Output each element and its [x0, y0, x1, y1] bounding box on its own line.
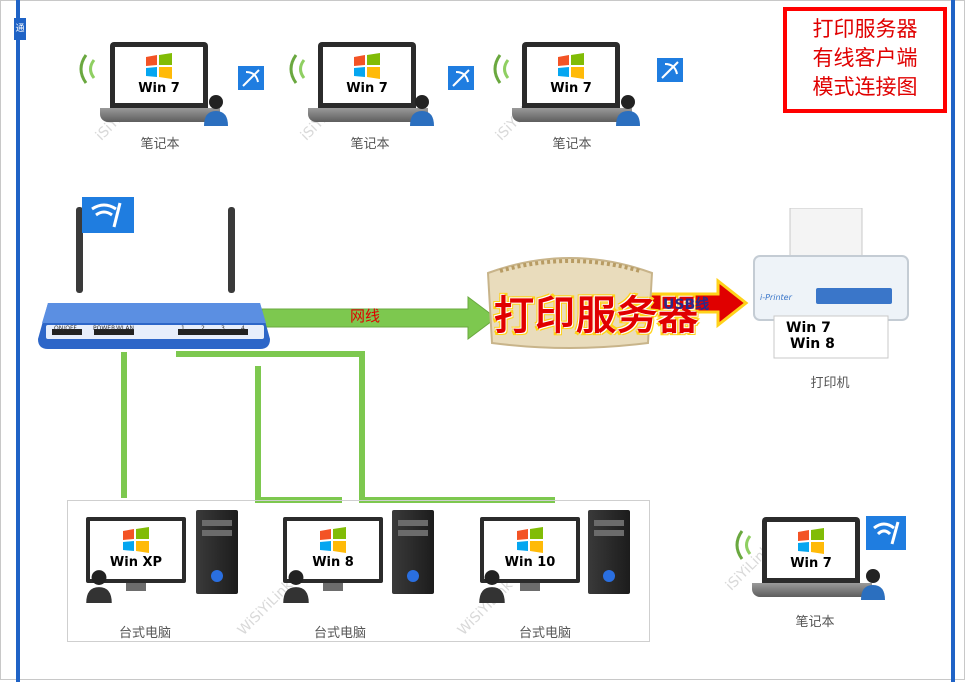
- wifi-signal-icon: [735, 530, 752, 560]
- laptop-2: Win 7: [308, 42, 428, 137]
- desktop-monitor-2: Win 8: [283, 517, 383, 593]
- cable-to-desktop-3: [176, 351, 555, 503]
- printer-caption: 打印机: [810, 376, 850, 391]
- laptop-caption: 笔记本: [795, 615, 835, 630]
- os-label: Win 7: [138, 81, 180, 96]
- desktop-caption: 台式电脑: [313, 626, 366, 641]
- cable-to-desktop-2: [255, 366, 342, 503]
- printer: i-Printer Win 7 Win 8: [746, 207, 916, 368]
- wireless-badge-icon: [448, 66, 474, 90]
- usb-label: USB线: [663, 297, 710, 313]
- router-port-1: 1: [181, 325, 185, 332]
- laptop-caption: 笔记本: [552, 137, 592, 152]
- desktop-tower-3: [588, 510, 630, 594]
- title-line-1: 打印服务器: [812, 17, 918, 41]
- printer-paper-line-2: Win 8: [790, 336, 835, 352]
- router-antennas: [76, 207, 235, 293]
- user-icon: [410, 95, 434, 126]
- router-port-2: 2: [201, 325, 205, 332]
- desktop-tower-1: [196, 510, 238, 594]
- wifi-signal-icon: [289, 54, 306, 84]
- windows-logo-icon: [146, 53, 172, 79]
- user-icon: [616, 95, 640, 126]
- usb-arrow: [646, 277, 749, 329]
- printer-paper-line-1: Win 7: [786, 320, 831, 336]
- router: ON/OFF POWER WLAN 1 2 3 4: [38, 283, 270, 353]
- laptop-right: Win 7: [752, 517, 872, 612]
- wifi-signal-icon: [493, 54, 510, 84]
- laptop-caption: 笔记本: [350, 137, 390, 152]
- title-line-3: 模式连接图: [812, 75, 918, 99]
- corner-tag: 通: [14, 18, 26, 40]
- title-line-2: 有线客户端: [812, 46, 918, 70]
- router-power-label: POWER: [93, 325, 116, 332]
- wireless-badge-icon: [238, 66, 264, 90]
- router-wifi-badge-icon: [82, 197, 134, 233]
- user-icon: [204, 95, 228, 126]
- windows-logo-icon: [558, 53, 584, 79]
- cable-label: 网线: [350, 307, 381, 325]
- wifi-signal-icon: [79, 54, 96, 84]
- wireless-badge-icon: [657, 58, 683, 82]
- router-wlan-label: WLAN: [116, 325, 135, 332]
- print-server-device: [486, 257, 654, 349]
- desktop-caption: 台式电脑: [118, 626, 171, 641]
- user-icon: [479, 570, 505, 603]
- windows-logo-icon: [354, 53, 380, 79]
- os-label: Win XP: [109, 555, 163, 570]
- right-blue-bar: [951, 0, 955, 682]
- desktop-tower-2: [392, 510, 434, 594]
- windows-logo-icon: [320, 527, 346, 553]
- desktop-caption: 台式电脑: [518, 626, 571, 641]
- os-label: Win 10: [504, 555, 556, 570]
- router-port-3: 3: [221, 325, 225, 332]
- windows-logo-icon: [517, 527, 543, 553]
- os-label: Win 7: [346, 81, 388, 96]
- windows-logo-icon: [798, 528, 824, 554]
- laptop-caption: 笔记本: [140, 137, 180, 152]
- router-onoff-label: ON/OFF: [54, 325, 77, 332]
- os-label: Win 7: [790, 556, 832, 571]
- windows-logo-icon: [123, 527, 149, 553]
- desktop-group-box: [67, 500, 650, 642]
- router-port-4: 4: [241, 325, 245, 332]
- user-icon: [861, 569, 885, 600]
- diagram-title: 打印服务器 有线客户端 模式连接图: [783, 7, 947, 113]
- wireless-badge-icon: [866, 516, 906, 550]
- cable-arrow-router-to-server: [261, 296, 497, 340]
- user-icon: [86, 570, 112, 603]
- print-server-label: 打印服务器: [494, 292, 699, 339]
- left-blue-bar: [16, 0, 20, 682]
- os-label: Win 7: [550, 81, 592, 96]
- laptop-1: Win 7: [100, 42, 220, 137]
- os-label: Win 8: [312, 555, 354, 570]
- printer-brand: i-Printer: [760, 293, 792, 302]
- laptop-3: Win 7: [512, 42, 632, 137]
- user-icon: [283, 570, 309, 603]
